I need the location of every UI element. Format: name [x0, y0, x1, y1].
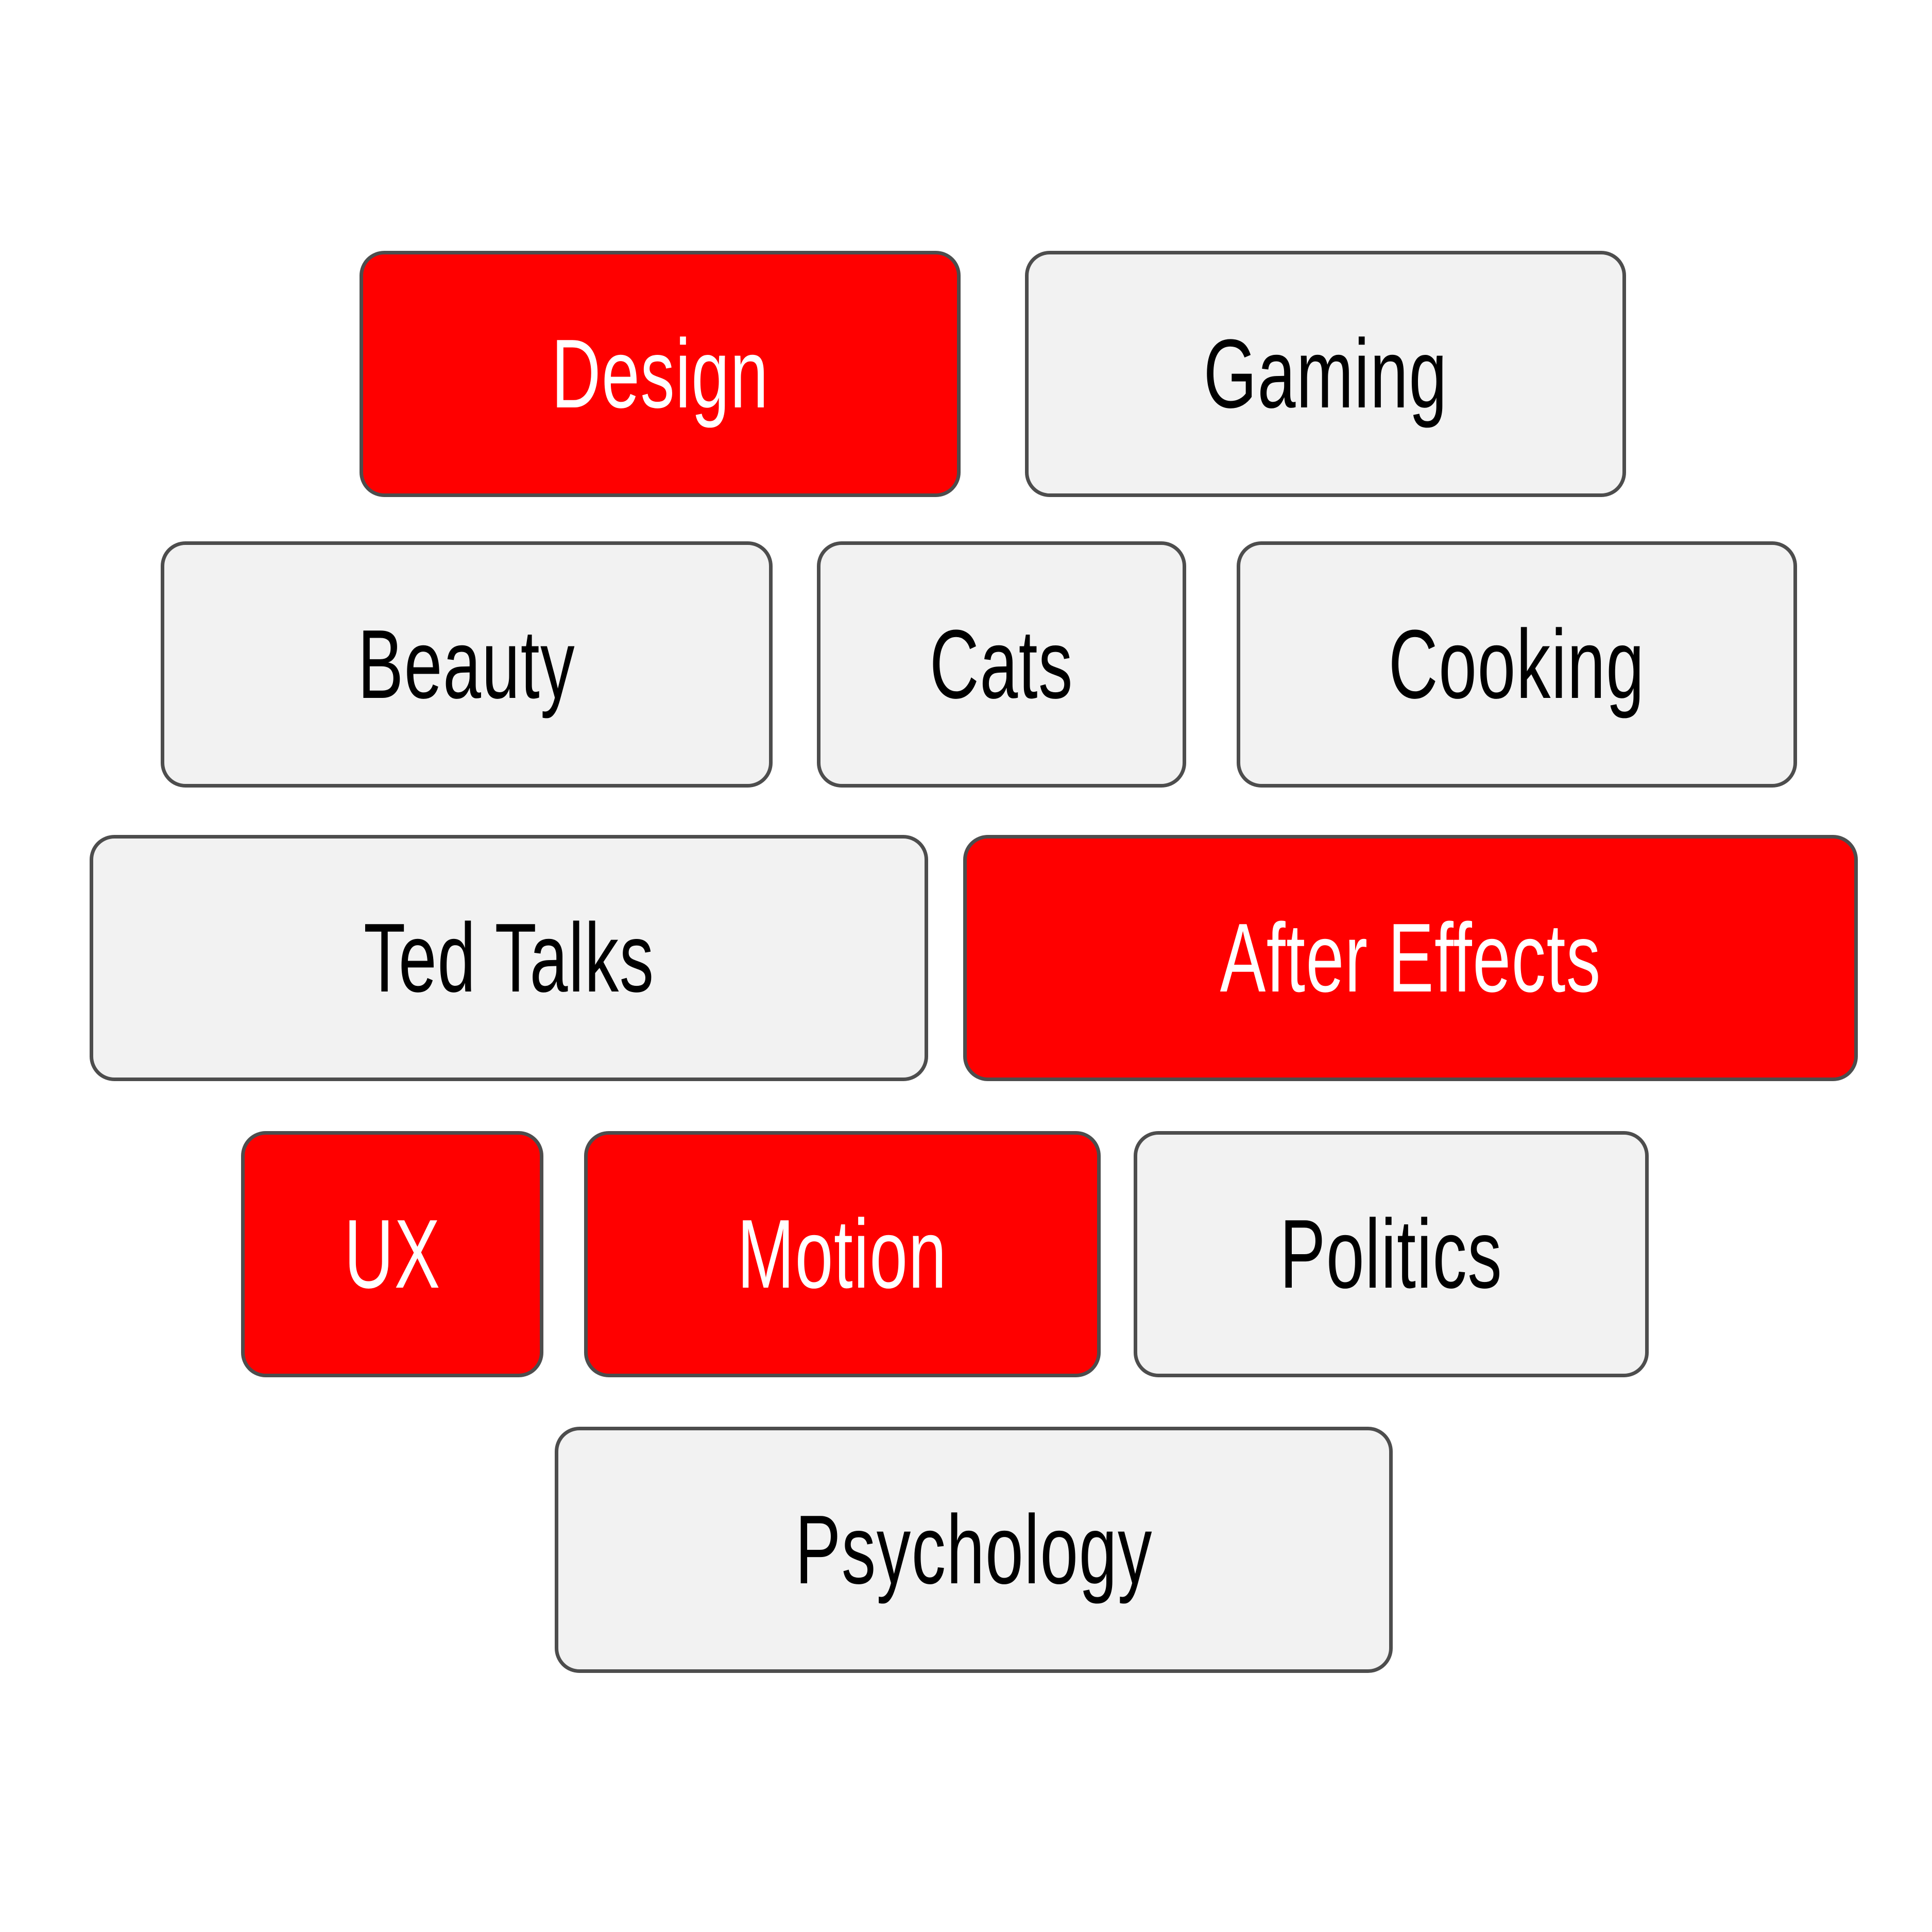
tag-design[interactable]: Design — [360, 251, 961, 497]
tag-label: Cooking — [1389, 610, 1645, 719]
tag-label: Cats — [929, 610, 1074, 719]
tag-label: Psychology — [795, 1495, 1153, 1604]
tag-ted-talks[interactable]: Ted Talks — [90, 835, 928, 1081]
tag-beauty[interactable]: Beauty — [161, 541, 773, 788]
tag-politics[interactable]: Politics — [1134, 1131, 1649, 1377]
tag-gaming[interactable]: Gaming — [1025, 251, 1626, 497]
tag-label: After Effects — [1220, 903, 1601, 1013]
tag-cooking[interactable]: Cooking — [1237, 541, 1797, 788]
tag-label: Politics — [1279, 1200, 1503, 1309]
tag-after-effects[interactable]: After Effects — [963, 835, 1858, 1081]
tag-motion[interactable]: Motion — [584, 1131, 1101, 1377]
tag-label: Design — [551, 319, 769, 429]
tag-psychology[interactable]: Psychology — [555, 1427, 1393, 1673]
tag-ux[interactable]: UX — [241, 1131, 543, 1377]
tag-label: Motion — [737, 1200, 948, 1309]
tag-label: UX — [344, 1200, 441, 1309]
tag-label: Beauty — [357, 610, 576, 719]
tag-label: Ted Talks — [363, 903, 655, 1013]
tag-label: Gaming — [1203, 319, 1448, 429]
tag-cats[interactable]: Cats — [817, 541, 1186, 788]
